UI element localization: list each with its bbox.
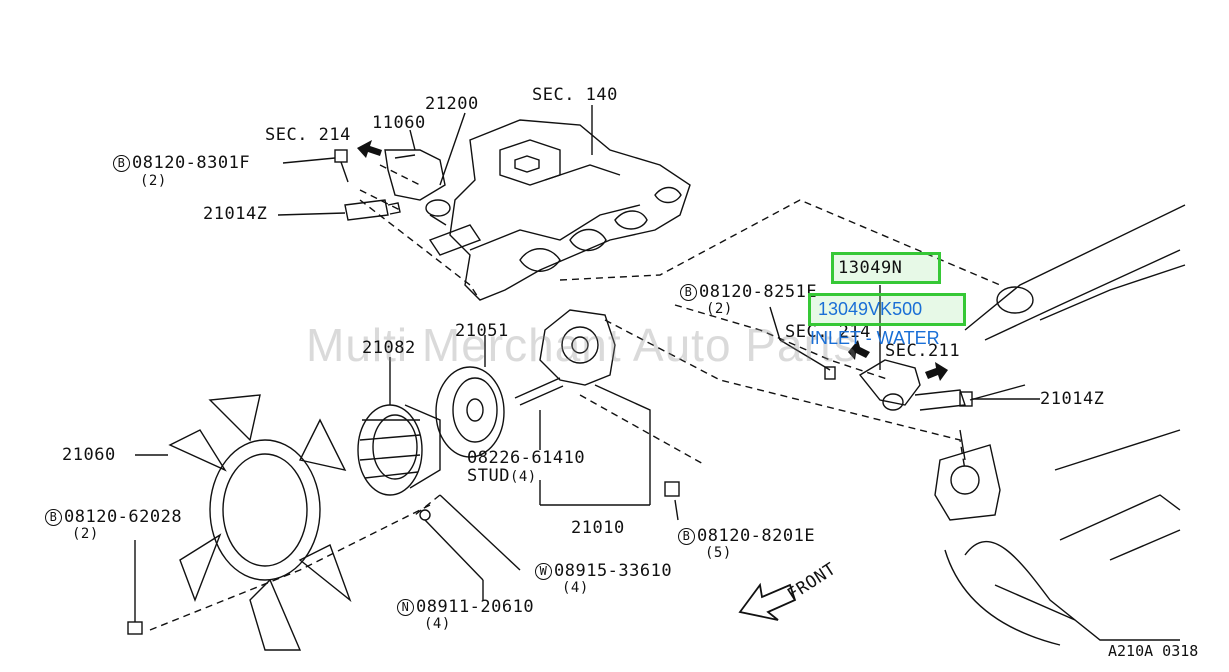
label-sec-214-top: SEC. 214 [265, 125, 351, 145]
intake-manifold-drawing [449, 119, 691, 301]
circle-n-icon: N [397, 599, 414, 616]
label-part-21010: 21010 [571, 518, 625, 538]
callout-w1-number: 08915-33610 [554, 561, 673, 581]
label-part-21082: 21082 [362, 338, 416, 358]
callout-n1-qty: (4) [424, 616, 451, 632]
direction-arrows [357, 140, 948, 381]
stud-label: STUD(4) [467, 468, 537, 485]
label-part-11060: 11060 [372, 113, 426, 133]
label-sec-214-right: SEC. 214 [785, 322, 871, 342]
label-sec-140: SEC. 140 [532, 85, 618, 105]
stud-text: STUD [467, 466, 510, 486]
label-part-21051: 21051 [455, 321, 509, 341]
water-inlet-drawing [769, 285, 1040, 411]
callout-n1-number: 08911-20610 [416, 597, 535, 617]
callout-b3-qty: (2) [72, 526, 99, 542]
circle-b-icon: B [113, 155, 130, 172]
callout-w1-qty: (4) [562, 580, 589, 596]
leader-lines [127, 105, 680, 635]
stud-qty: (4) [509, 469, 537, 485]
callout-b1-qty: (2) [140, 173, 167, 189]
label-part-21014z-left: 21014Z [203, 204, 268, 224]
highlight-box-part [808, 293, 966, 326]
front-arrow [738, 582, 797, 621]
circle-w-icon: W [535, 563, 552, 580]
bolt-top-left-drawing [282, 149, 349, 183]
cooling-fan-drawing [135, 394, 352, 651]
label-stud-number: 08226-61410 [467, 448, 586, 468]
highlighted-part-name: INLET - WATER [810, 328, 940, 348]
pulley-drawing [435, 335, 505, 458]
thermostat-housing-drawing [384, 149, 482, 256]
fan-clutch-drawing [357, 357, 441, 496]
circle-b-icon: B [678, 528, 695, 545]
sensor-left-drawing [277, 199, 401, 221]
label-part-21014z-right: 21014Z [1040, 389, 1105, 409]
callout-b3-number: 08120-62028 [64, 507, 183, 527]
watermark-text: Multi Merchant Auto Parts [306, 319, 858, 371]
engine-dashed-outline [149, 164, 1001, 631]
water-pump-drawing [514, 309, 651, 505]
callout-b2-qty: (2) [706, 301, 733, 317]
callout-b1-number: 08120-8301F [132, 153, 251, 173]
circle-b-icon: B [45, 509, 62, 526]
circle-b-icon: B [680, 284, 697, 301]
highlight-box-13049n [831, 252, 941, 284]
diagram-code: A210A 0318 [1108, 642, 1199, 660]
label-part-21200: 21200 [425, 94, 479, 114]
label-sec-211: SEC.211 [885, 341, 961, 361]
callout-b4-number: 08120-8201E [697, 526, 816, 546]
label-part-21060: 21060 [62, 445, 116, 465]
label-part-13049n: 13049N [838, 258, 903, 278]
highlighted-part-number[interactable]: 13049VK500 [818, 299, 923, 319]
callout-b4-qty: (5) [705, 545, 732, 561]
callout-b2-number: 08120-8251E [699, 282, 818, 302]
engine-block-drawing [934, 204, 1186, 646]
